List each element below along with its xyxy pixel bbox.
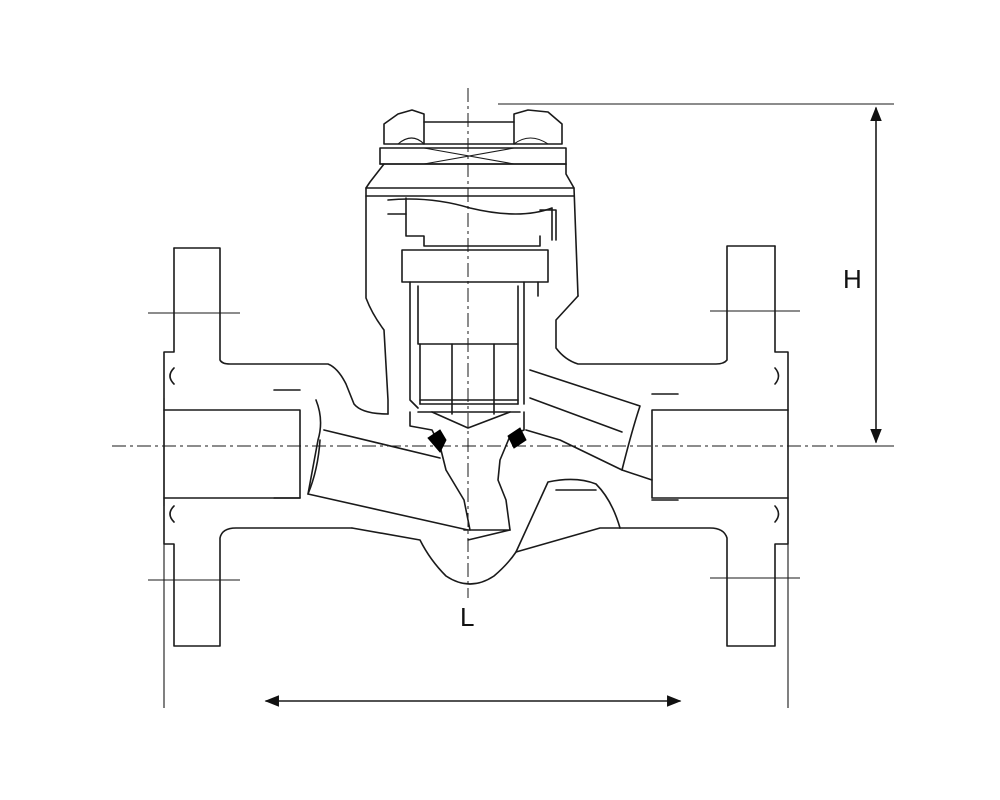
centerlines	[112, 88, 872, 598]
left-flange	[148, 247, 389, 708]
valve-body	[307, 109, 653, 585]
height-label: H	[843, 264, 862, 294]
right-flange	[555, 245, 800, 708]
length-label: L	[460, 602, 475, 632]
dimension-lines	[264, 103, 894, 707]
